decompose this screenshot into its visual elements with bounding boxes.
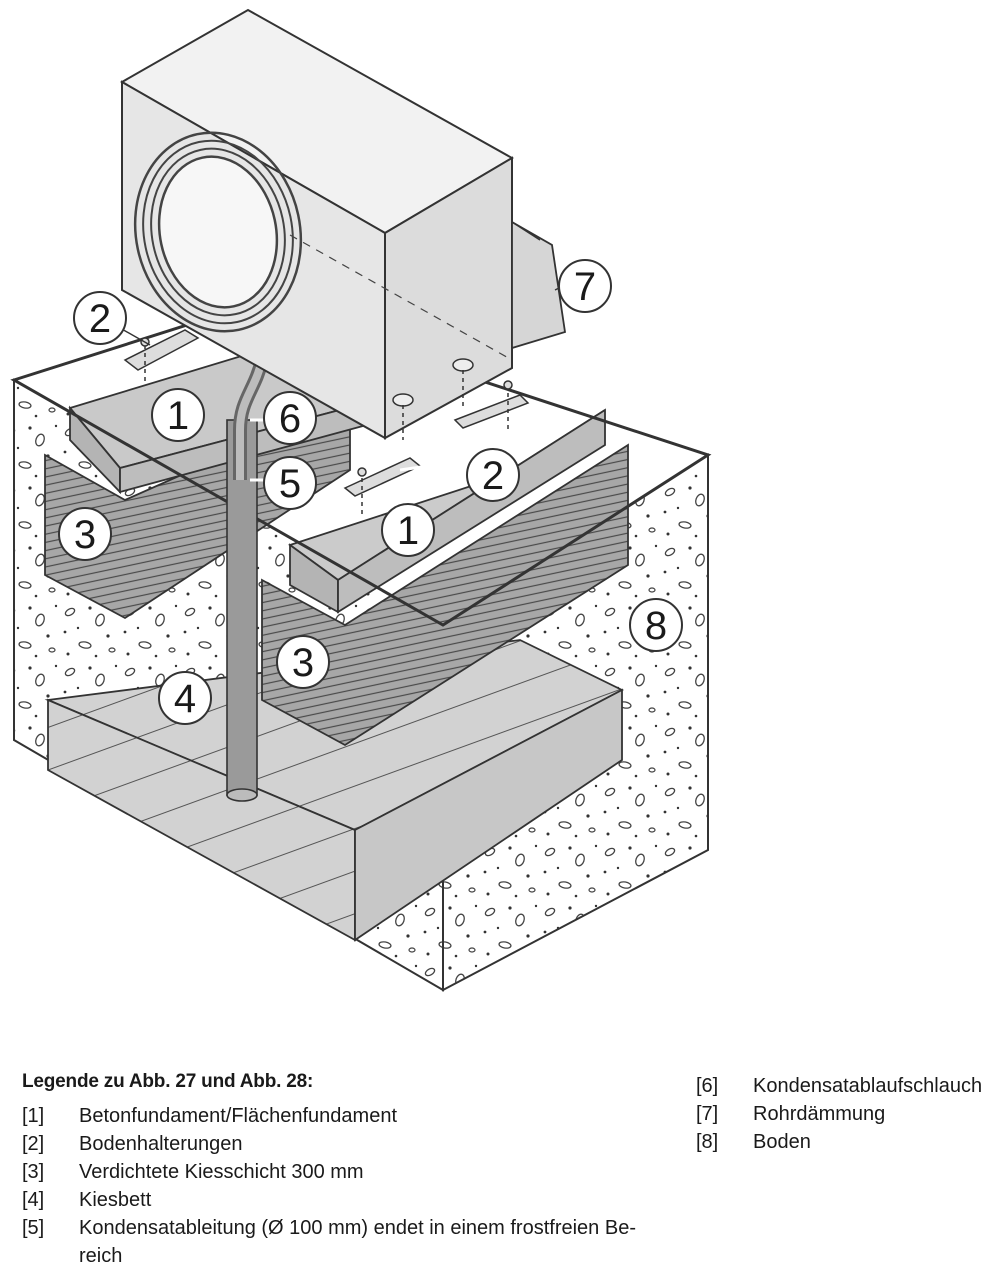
legend-item-number: [8] <box>696 1131 719 1153</box>
legend-item-text: Rohrdämmung <box>753 1103 886 1125</box>
pipe-insulation <box>511 220 567 350</box>
callout-label: 8 <box>645 604 667 648</box>
bracket-right <box>343 358 530 515</box>
callout-label: 4 <box>174 677 196 721</box>
callout-label: 2 <box>482 454 504 498</box>
callout-2: 2 <box>73 291 127 345</box>
callout-label: 2 <box>89 297 111 341</box>
callout-3: 3 <box>276 635 330 689</box>
legend-title: Legende zu Abb. 27 und Abb. 28: <box>22 1071 314 1092</box>
legend-item-text: Bodenhalterungen <box>79 1133 243 1155</box>
installation-diagram: 1 2 3 4 5 6 7 8 1 2 3 <box>10 8 712 992</box>
callout-label: 6 <box>279 397 301 441</box>
legend-item-number: [7] <box>696 1103 719 1125</box>
legend-item-number: [2] <box>22 1133 45 1155</box>
callout-7: 7 <box>558 259 612 313</box>
legend-item-number: [5] <box>22 1217 45 1239</box>
callout-label: 5 <box>279 462 301 506</box>
legend-item-text-continued: reich <box>79 1245 123 1267</box>
callout-label: 1 <box>397 509 419 553</box>
gravel-layer-right <box>261 443 629 747</box>
unit-side <box>384 156 513 440</box>
callout-6: 6 <box>263 391 317 445</box>
callout-1: 1 <box>381 503 435 557</box>
ground-surface <box>10 303 712 627</box>
callout-5: 5 <box>263 456 317 510</box>
legend-item-text: Verdichtete Kiesschicht 300 mm <box>79 1161 364 1183</box>
callout-8: 8 <box>629 598 683 652</box>
callout-label: 3 <box>74 513 96 557</box>
callout-label: 7 <box>574 265 596 309</box>
legend-item-text: Kondensatablaufschlauch <box>753 1075 983 1097</box>
legend-item-text: Boden <box>753 1131 811 1153</box>
callout-label: 3 <box>292 641 314 685</box>
hidden-edge <box>289 234 513 361</box>
legend-item-number: [1] <box>22 1105 45 1127</box>
drain-pipe <box>226 419 258 796</box>
callout-3: 3 <box>58 507 112 561</box>
legend-item-number: [6] <box>696 1075 719 1097</box>
legend-item-number: [4] <box>22 1189 45 1211</box>
callout-2: 2 <box>466 448 520 502</box>
callout-1: 1 <box>151 388 205 442</box>
legend-item-text: Kiesbett <box>79 1189 152 1211</box>
drain-pipe-opening <box>226 788 258 802</box>
legend-item-number: [3] <box>22 1161 45 1183</box>
gravel-bed-right <box>354 688 623 942</box>
legend-item-text: Betonfundament/Flächenfundament <box>79 1105 397 1127</box>
fan-grille-icon <box>133 131 303 333</box>
gravel-layer-left <box>44 398 351 620</box>
callout-label: 1 <box>167 394 189 438</box>
legend-item-text: Kondensatableitung (Ø 100 mm) endet in e… <box>79 1217 636 1239</box>
callout-4: 4 <box>158 671 212 725</box>
